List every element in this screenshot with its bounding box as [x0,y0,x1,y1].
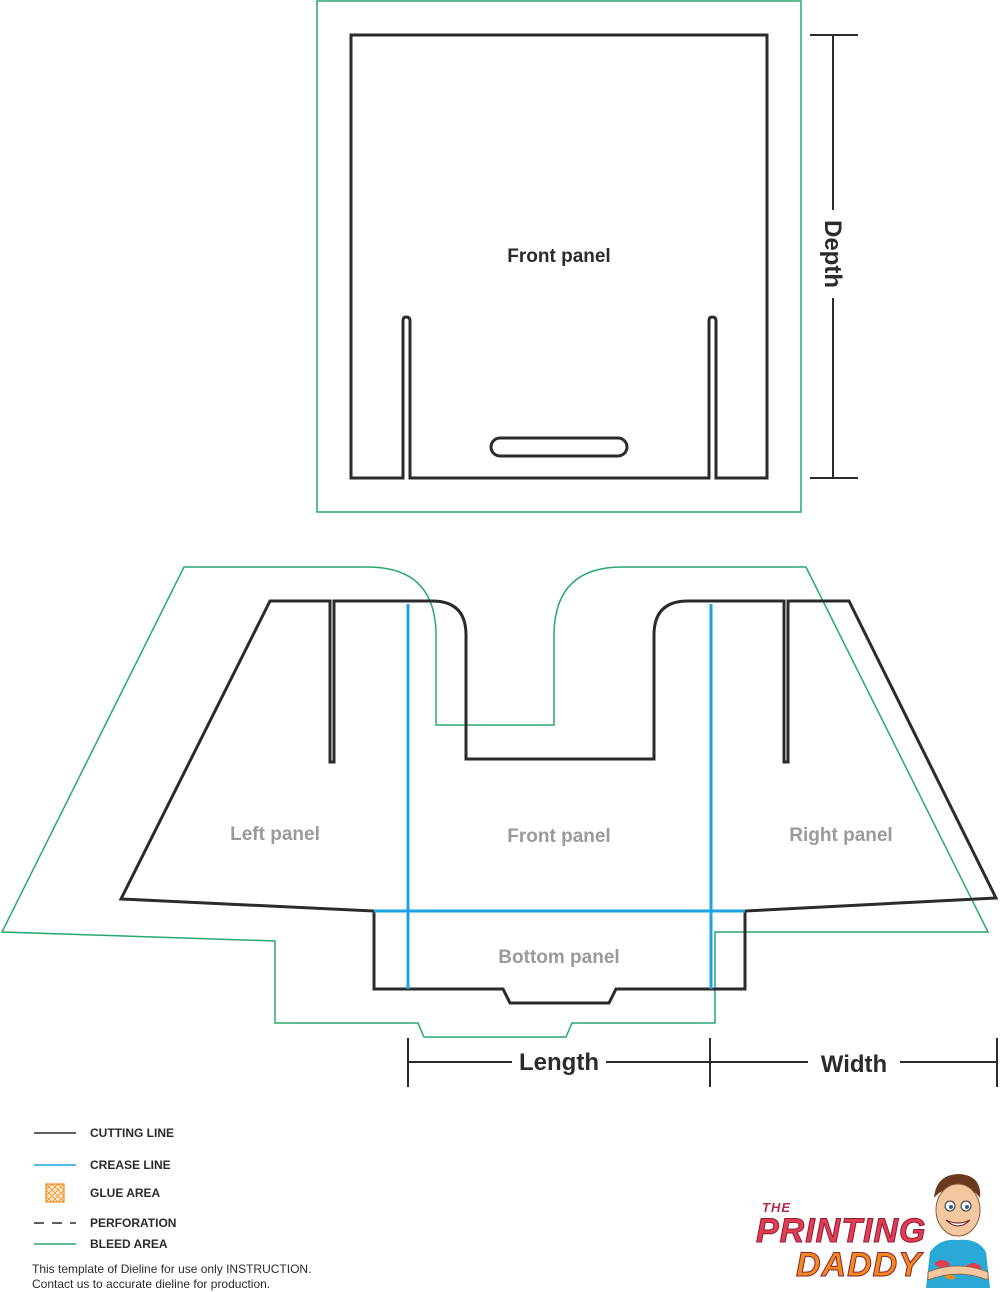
legend-label-crease-line: CREASE LINE [90,1158,171,1172]
right-panel-label: Right panel [789,825,892,846]
perforation-swatch-icon [34,1222,76,1224]
brand-line-2: DADDY [796,1246,922,1285]
note-line-2: Contact us to accurate dieline for produ… [32,1277,271,1291]
thumb-slot [489,436,629,458]
legend-label-glue-area: GLUE AREA [90,1186,161,1200]
brand-logo: THE PRINTING DADDY [752,1168,992,1288]
mascot-icon [926,1174,990,1288]
front-panel-label-bottom: Front panel [507,826,610,847]
legend-label-bleed-area: BLEED AREA [90,1237,168,1251]
left-panel-label: Left panel [230,824,320,845]
legend-item-bleed-area: BLEED AREA [30,1234,390,1254]
legend-label-perforation: PERFORATION [90,1216,177,1230]
top-bleed-outline [316,0,802,513]
legend-label-cutting-line: CUTTING LINE [90,1126,174,1140]
glue-area-swatch-icon [45,1183,65,1203]
bleed-area-swatch-icon [34,1243,76,1245]
legend-item-perforation: PERFORATION [30,1213,390,1233]
note-line-1: This template of Dieline for use only IN… [32,1262,312,1276]
brand-line-1: PRINTING [755,1212,927,1251]
length-label: Length [519,1049,599,1076]
crease-line-swatch-icon [34,1164,76,1166]
legend-item-crease-line: CREASE LINE [30,1155,390,1175]
front-panel-label-top: Front panel [507,246,610,267]
brand-the: THE [762,1200,791,1215]
instruction-note: This template of Dieline for use only IN… [32,1262,311,1292]
legend-item-cutting-line: CUTTING LINE [30,1123,390,1143]
bottom-panel-label: Bottom panel [498,947,619,968]
legend-item-glue-area: GLUE AREA [30,1183,390,1203]
depth-label: Depth [819,220,846,288]
main-cut-outline [118,599,999,1005]
cutting-line-swatch-icon [34,1132,76,1134]
width-label: Width [821,1051,887,1078]
main-bleed-outline [0,566,990,1038]
top-cut-outline [349,33,769,480]
